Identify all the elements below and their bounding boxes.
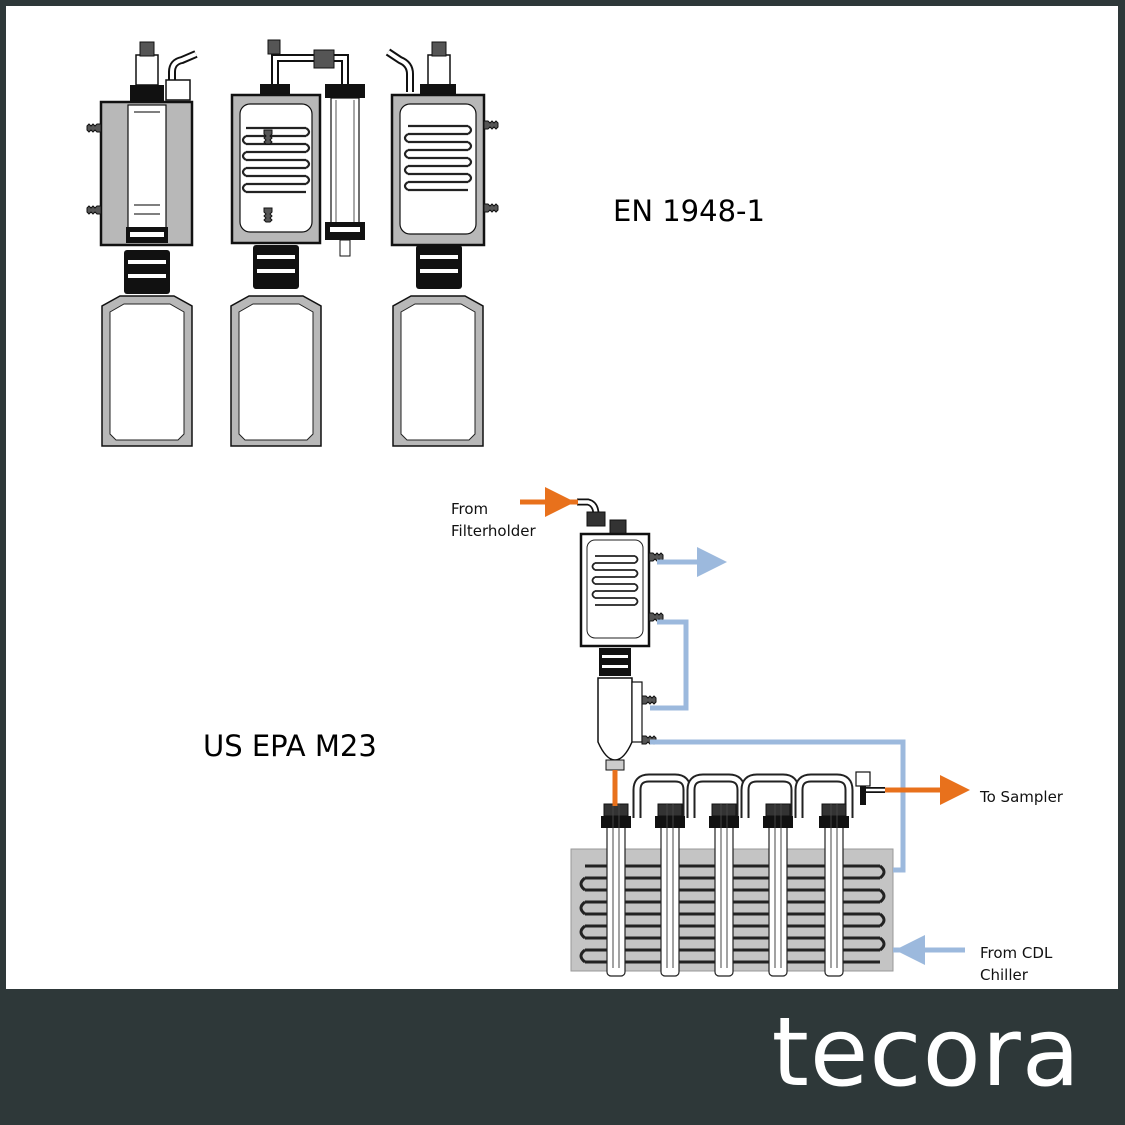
- sampling-train-diagram: [86, 39, 970, 977]
- en1948-condenser-1: [86, 41, 198, 447]
- from-chiller-line-1: From CDL: [980, 944, 1053, 962]
- to-sampler-label: To Sampler: [980, 788, 1063, 806]
- from-chiller-label: From CDL Chiller: [980, 942, 1052, 986]
- diagram-canvas: EN 1948-1 US EPA M23 From Filterholder T…: [6, 6, 1118, 989]
- en1948-condenser-3: [385, 41, 499, 447]
- from-filterholder-line-1: From: [451, 500, 489, 518]
- en1948-condenser-2: [230, 39, 365, 447]
- from-filterholder-label: From Filterholder: [451, 498, 536, 542]
- standard-heading-epa-m23: US EPA M23: [203, 729, 377, 763]
- sample-flow-lines: [520, 487, 970, 806]
- coolant-flow-lines: [650, 547, 965, 965]
- from-filterholder-line-2: Filterholder: [451, 522, 536, 540]
- tecora-logo: tecora: [771, 998, 1081, 1108]
- standard-heading-en1948: EN 1948-1: [613, 194, 765, 228]
- from-chiller-line-2: Chiller: [980, 966, 1028, 984]
- epa-m23-train: [570, 498, 894, 977]
